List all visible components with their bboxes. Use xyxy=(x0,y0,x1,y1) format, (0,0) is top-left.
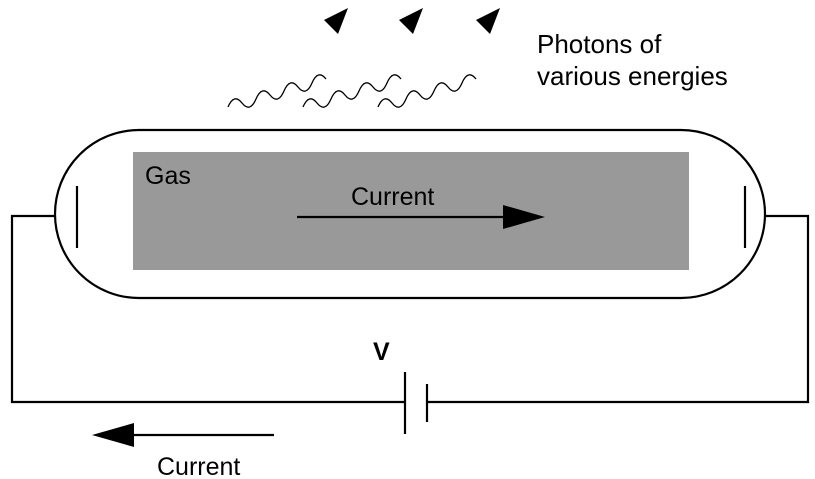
photons-label-line1: Photons of xyxy=(537,29,662,59)
photon-arrowhead-2 xyxy=(399,8,423,34)
photon-wave-1 xyxy=(227,74,327,108)
voltage-label: V xyxy=(373,338,390,366)
current-label-bottom: Current xyxy=(157,453,240,479)
photons-label-line2: various energies xyxy=(537,61,728,91)
gas-label: Gas xyxy=(145,162,191,190)
current-label-top: Current xyxy=(351,183,434,211)
wire-right xyxy=(427,214,810,404)
current-arrow-bottom-head xyxy=(92,423,134,447)
photon-wave-3 xyxy=(377,74,477,108)
photon-group xyxy=(227,8,500,108)
photon-arrowhead-1 xyxy=(324,8,348,34)
gas-region xyxy=(133,152,689,270)
photon-arrowhead-3 xyxy=(476,8,500,34)
wire-left xyxy=(10,214,405,404)
current-arrow-top-head xyxy=(503,205,545,229)
photon-wave-2 xyxy=(302,74,402,108)
